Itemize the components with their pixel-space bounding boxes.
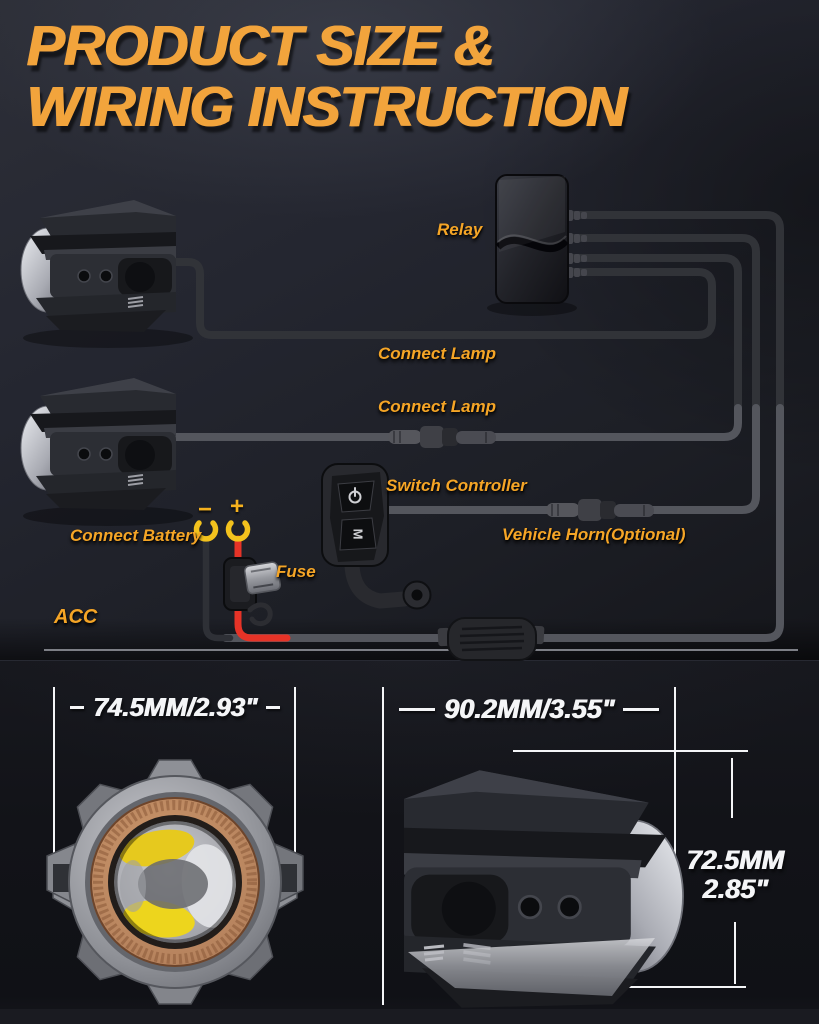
title-line-2: WIRING INSTRUCTION bbox=[26, 74, 626, 139]
bottom-edge-band bbox=[0, 1009, 819, 1024]
lamp-side-view-bottom bbox=[20, 377, 177, 511]
control-module bbox=[437, 617, 545, 661]
battery-minus-sign: − bbox=[198, 496, 213, 523]
dimension-front-diameter-text: 74.5MM/2.93" bbox=[92, 692, 258, 722]
dimension-dash bbox=[398, 708, 435, 711]
label-connect-lamp-bottom: Connect Lamp bbox=[378, 397, 497, 416]
dimension-body-height: 72.5MM 2.85" bbox=[660, 845, 810, 905]
dimension-body-length-text: 90.2MM/3.55" bbox=[443, 694, 615, 724]
projector-lens bbox=[114, 821, 236, 943]
label-switch-controller: Switch Controller bbox=[386, 476, 527, 495]
page-title: PRODUCT SIZE & WIRING INSTRUCTION bbox=[26, 14, 626, 139]
wire-harness-light bbox=[146, 404, 784, 642]
battery-positive-wire bbox=[234, 535, 291, 642]
fuse-holder bbox=[223, 557, 282, 626]
large-lamp-silver-fin bbox=[408, 938, 655, 996]
wire-harness-dark bbox=[146, 211, 784, 416]
dimension-dash bbox=[266, 706, 281, 709]
switch-bracket bbox=[344, 558, 412, 609]
battery-negative-wire bbox=[202, 535, 234, 642]
label-acc: ACC bbox=[54, 606, 98, 628]
switch-mode-label: M bbox=[351, 529, 366, 540]
wiring-diagram: M bbox=[20, 174, 798, 661]
dimension-body-length: 90.2MM/3.55" bbox=[383, 694, 675, 725]
mount-bolt bbox=[423, 944, 445, 962]
ring-terminals bbox=[193, 520, 251, 542]
relay-box bbox=[495, 174, 587, 304]
lamp-side-view-top bbox=[20, 199, 177, 333]
ring-terminal-negative bbox=[193, 520, 219, 542]
ring-terminal-positive bbox=[225, 520, 251, 542]
switch-power-button bbox=[337, 480, 375, 513]
switch-controller: M bbox=[321, 463, 432, 610]
label-fuse: Fuse bbox=[276, 562, 316, 581]
switch-mode-button bbox=[339, 517, 377, 551]
battery-plus-sign: + bbox=[230, 493, 245, 520]
lamp-front-view bbox=[46, 759, 304, 1005]
inline-connector-lamp bbox=[387, 425, 497, 449]
dimension-body-height-mm: 72.5MM bbox=[686, 845, 784, 875]
dimension-front-diameter: 74.5MM/2.93" bbox=[55, 692, 295, 723]
dimension-body-height-inch: 2.85" bbox=[702, 874, 768, 905]
label-relay: Relay bbox=[437, 220, 483, 239]
dimension-dash bbox=[69, 706, 84, 709]
inline-connector-horn bbox=[545, 498, 655, 522]
label-connect-battery: Connect Battery bbox=[70, 526, 202, 545]
label-vehicle-horn: Vehicle Horn(Optional) bbox=[502, 525, 686, 544]
dimension-lines bbox=[53, 687, 748, 1005]
label-connect-lamp-top: Connect Lamp bbox=[378, 344, 497, 363]
relay-wire-stubs bbox=[566, 210, 587, 278]
title-line-1: PRODUCT SIZE & bbox=[26, 14, 494, 78]
dimension-dash bbox=[623, 708, 660, 711]
size-section bbox=[46, 687, 748, 1010]
power-icon bbox=[348, 487, 362, 504]
